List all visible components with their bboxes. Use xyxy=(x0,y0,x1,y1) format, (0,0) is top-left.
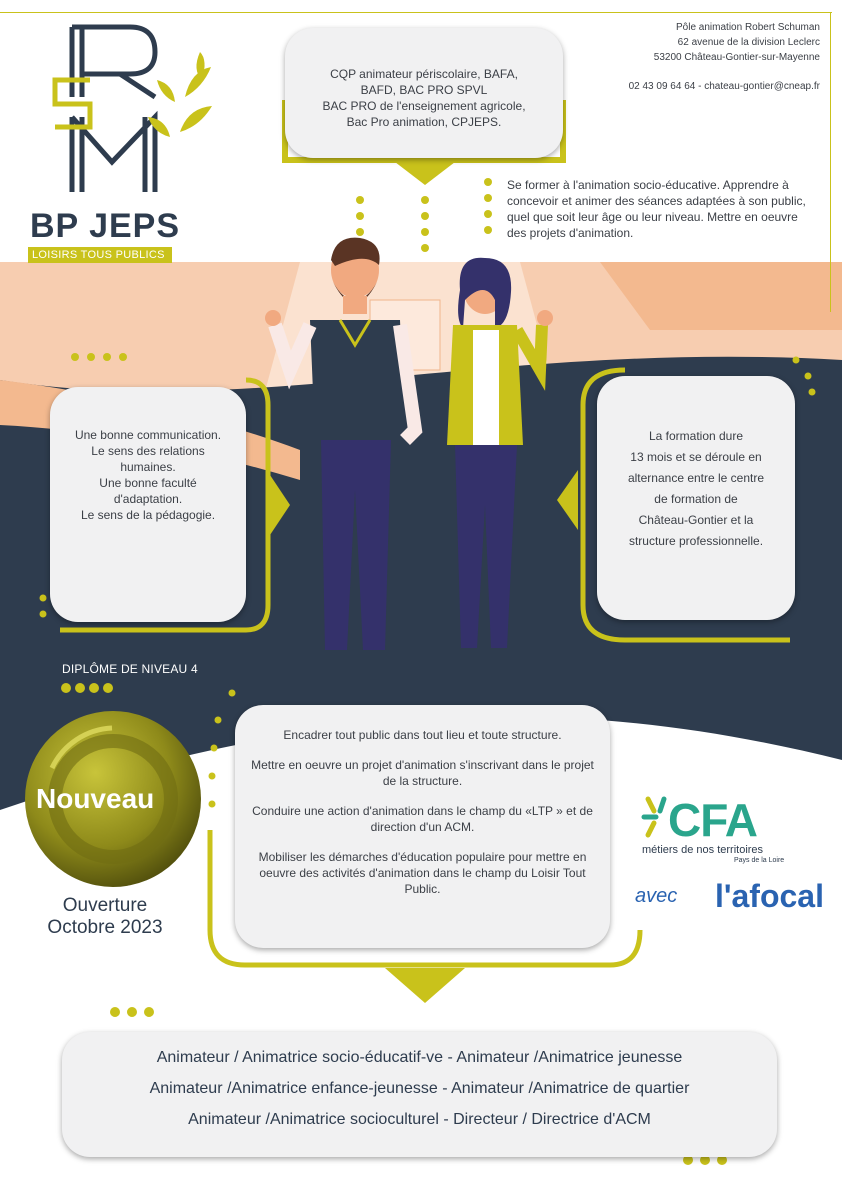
program-subtitle: LOISIRS TOUS PUBLICS xyxy=(28,247,172,263)
animators-illustration xyxy=(265,237,553,650)
nouveau-badge xyxy=(25,711,201,887)
cfa-logo: CFA xyxy=(668,794,758,846)
duration-card: La formation dure 13 mois et se déroule … xyxy=(597,376,795,620)
skill-item: Mettre en oeuvre un projet d'animation s… xyxy=(251,758,594,788)
contact-name: Pôle animation Robert Schuman xyxy=(676,22,820,33)
afocal-logo: l'afocal xyxy=(715,878,824,914)
cfa-logo-icon xyxy=(641,796,667,838)
cfa-tagline: métiers de nos territoires xyxy=(642,844,764,856)
quality-line: humaines. xyxy=(120,460,176,474)
duration-line: alternance entre le centre xyxy=(627,471,765,485)
duration-line: structure professionnelle. xyxy=(628,534,764,548)
job-line: Animateur /Animatrice socioculturel - Di… xyxy=(188,1111,651,1128)
rsm-monogram-logo xyxy=(52,24,212,192)
skills-card: Encadrer tout public dans tout lieu et t… xyxy=(235,705,610,948)
duration-line: Château-Gontier et la xyxy=(638,513,754,527)
quality-line: d'adaptation. xyxy=(113,492,183,506)
opening-date: Ouverture Octobre 2023 xyxy=(30,895,180,939)
quality-line: Une bonne communication. xyxy=(74,428,222,442)
skill-item: Conduire une action d'animation dans le … xyxy=(252,804,593,834)
opening-line: Octobre 2023 xyxy=(47,917,163,938)
duration-line: 13 mois et se déroule en xyxy=(630,450,762,464)
jobs-card: Animateur / Animatrice socio-éducatif-ve… xyxy=(62,1032,777,1157)
intro-text: Se former à l'animation socio-éducative.… xyxy=(507,178,806,240)
program-title: BP JEPS xyxy=(30,207,181,245)
prerequisites-card: CQP animateur périscolaire, BAFA, BAFD, … xyxy=(285,28,563,158)
prerequisite-line: BAC PRO de l'enseignement agricole, xyxy=(322,99,526,113)
duration-line: de formation de xyxy=(654,492,738,506)
cfa-region: Pays de la Loire xyxy=(734,857,785,864)
prerequisite-line: BAFD, BAC PRO SPVL xyxy=(360,83,488,97)
job-line: Animateur /Animatrice enfance-jeunesse -… xyxy=(149,1080,690,1097)
diploma-level: DIPLÔME DE NIVEAU 4 xyxy=(62,662,198,676)
quality-line: Le sens de la pédagogie. xyxy=(80,508,216,522)
duration-line: La formation dure xyxy=(648,429,744,443)
contact-phone-email: 02 43 09 64 64 - chateau-gontier@cneap.f… xyxy=(628,81,820,92)
right-border xyxy=(830,12,831,312)
skill-item: Mobiliser les démarches d'éducation popu… xyxy=(258,850,587,896)
nouveau-label: Nouveau xyxy=(36,783,155,814)
skill-item: Encadrer tout public dans tout lieu et t… xyxy=(283,728,562,742)
qualities-card: Une bonne communication. Le sens des rel… xyxy=(50,387,246,622)
quality-line: Le sens des relations xyxy=(91,444,205,458)
contact-block: Pôle animation Robert Schuman 62 avenue … xyxy=(629,20,820,94)
quality-line: Une bonne faculté xyxy=(99,476,197,490)
opening-line: Ouverture xyxy=(62,895,148,916)
job-line: Animateur / Animatrice socio-éducatif-ve… xyxy=(156,1049,683,1066)
top-border xyxy=(0,12,832,13)
contact-address2: 53200 Château-Gontier-sur-Mayenne xyxy=(653,52,820,63)
contact-address1: 62 avenue de la division Leclerc xyxy=(677,37,820,48)
prerequisite-line: Bac Pro animation, CPJEPS. xyxy=(346,115,502,129)
avec-text: avec xyxy=(635,885,678,907)
prerequisite-line: CQP animateur périscolaire, BAFA, xyxy=(330,67,518,81)
